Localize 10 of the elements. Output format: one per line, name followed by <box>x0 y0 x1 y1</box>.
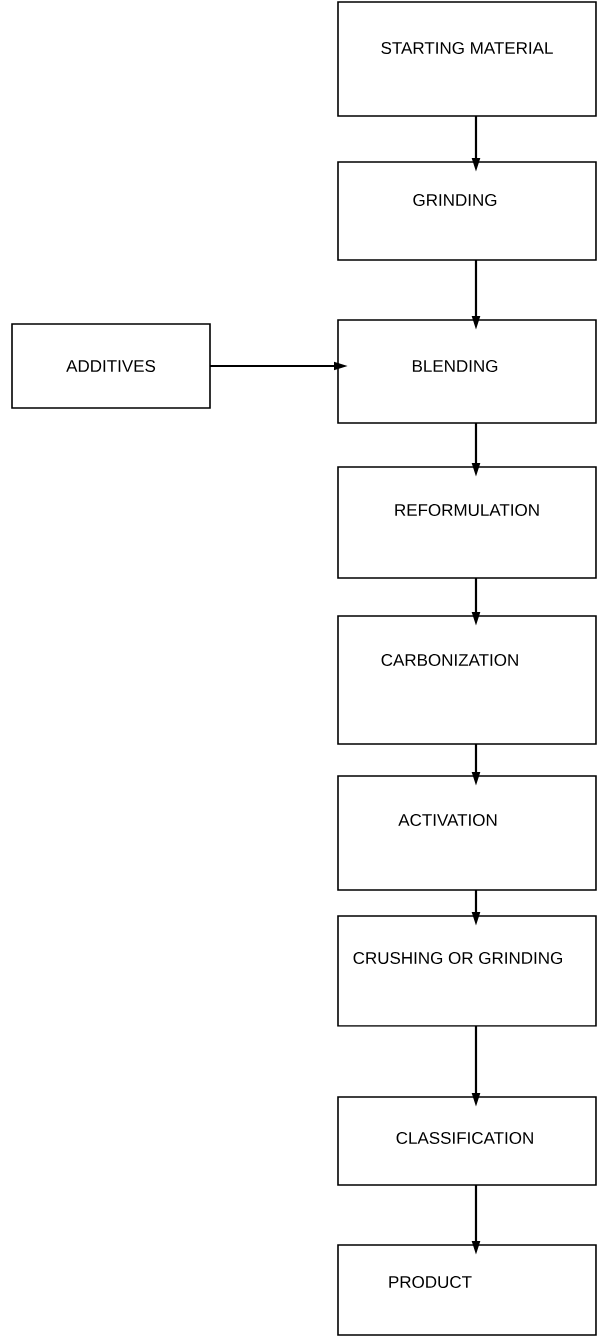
process-box: ADDITIVES <box>11 323 211 409</box>
process-box: REFORMULATION <box>337 466 597 579</box>
process-box: STARTING MATERIAL <box>337 1 597 117</box>
process-box: BLENDING <box>337 319 597 424</box>
process-box: ACTIVATION <box>337 775 597 891</box>
process-box: CRUSHING OR GRINDING <box>337 915 597 1027</box>
process-box: PRODUCT <box>337 1244 597 1336</box>
process-box: CARBONIZATION <box>337 615 597 745</box>
process-box: CLASSIFICATION <box>337 1096 597 1186</box>
process-box: GRINDING <box>337 161 597 261</box>
